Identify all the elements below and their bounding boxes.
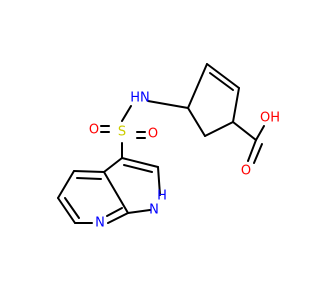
bond-c1-nh <box>147 100 189 109</box>
bond-c3a-c4 <box>73 170 105 173</box>
bond-n7-c7a <box>107 212 129 224</box>
bond-c3-c2p-double <box>123 164 153 173</box>
bond-c4-ccooh <box>232 121 257 141</box>
atom-label-sulfur: S <box>118 125 126 140</box>
bond-ccooh-o-double <box>253 143 263 164</box>
bond-nh-s <box>121 105 132 122</box>
bond-c4-c5 <box>204 121 234 137</box>
bond-c5-c6 <box>57 197 76 224</box>
bond-ccooh-o <box>247 139 257 162</box>
bond-c3-c2p <box>121 157 159 168</box>
bond-n7-c7a-double <box>106 207 123 217</box>
atom-label-sulfonyl-oxygen-right: O <box>148 127 158 142</box>
bond-c3a-c4-double <box>76 177 102 180</box>
bond-n1-c7a <box>127 209 151 214</box>
molecule-structure: HN S O O H N N OH O <box>57 63 280 231</box>
bond-c2-c3 <box>206 63 240 89</box>
bond-c2-c3-double <box>209 72 234 91</box>
bond-c5-c1 <box>187 107 206 137</box>
atom-label-carboxyl-oh: OH <box>260 111 280 126</box>
atom-label-amide-nh: HN <box>130 91 150 106</box>
molecule-canvas: HN S O O H N N OH O <box>57 63 280 231</box>
atom-label-pyridine-n: N <box>95 216 105 231</box>
bond-c5-c6-double <box>64 197 80 219</box>
bond-c3-c4 <box>232 87 240 123</box>
atom-label-pyrrole-h: H <box>157 189 167 204</box>
bond-c2p-n1 <box>157 166 161 196</box>
atom-label-pyrrole-n: N <box>149 203 159 218</box>
bond-ccooh-oh <box>255 125 265 141</box>
atom-label-carbonyl-oxygen: O <box>241 164 251 179</box>
atom-label-sulfonyl-oxygen-left: O <box>89 123 99 138</box>
bond-c1-c2 <box>187 63 208 109</box>
bond-c3a-c3 <box>103 157 123 173</box>
bond-c7a-c3a <box>103 171 129 214</box>
bond-c4-c5 <box>57 170 75 199</box>
